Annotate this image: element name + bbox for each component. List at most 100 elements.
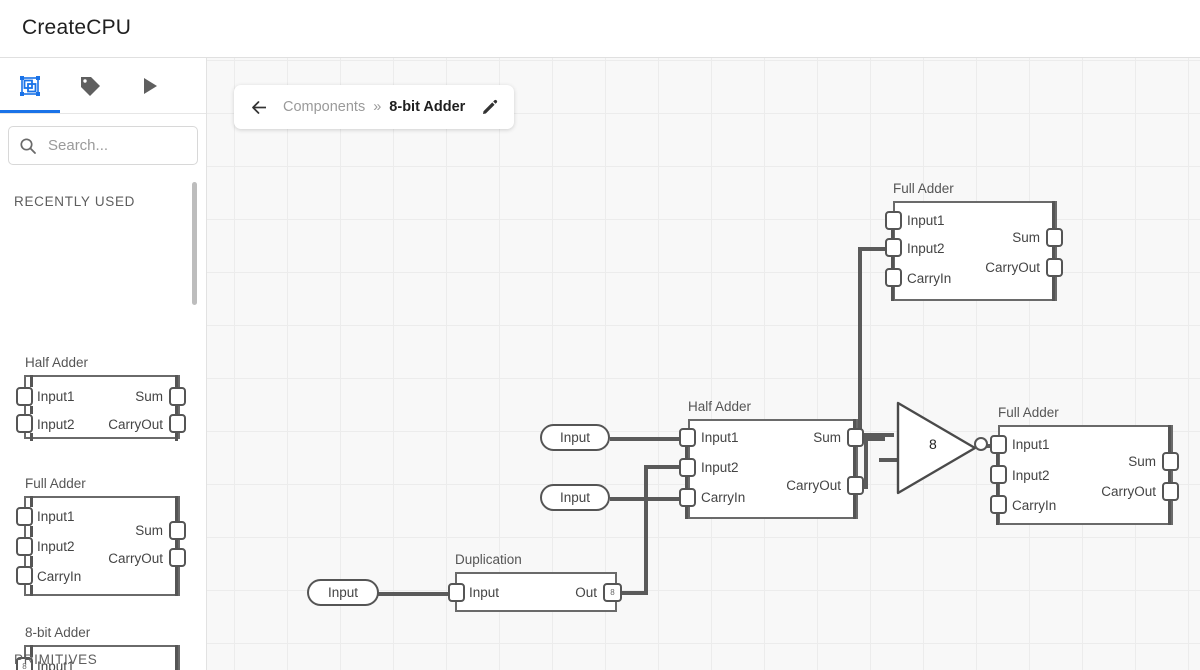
pin-carryout[interactable] [847, 476, 864, 495]
pin-carryin[interactable] [679, 488, 696, 507]
pin-label-input1: Input1 [907, 213, 945, 228]
wire-inputb-to-halfadder-carryin [610, 497, 686, 501]
wire-inputa-to-halfadder-input1 [610, 437, 686, 441]
pin-stub [891, 257, 894, 268]
pin-input1[interactable] [16, 507, 33, 526]
pin-label-input1: Input1 [37, 509, 75, 524]
pin-stub [30, 585, 33, 596]
pin-label-carryout: CarryOut [108, 551, 163, 566]
pin-stub [853, 495, 856, 519]
pin-input1[interactable] [990, 435, 1007, 454]
pin-sum[interactable] [1162, 452, 1179, 471]
pin-stub [175, 540, 178, 548]
pin-input2[interactable] [885, 238, 902, 257]
pin-label-carryout: CarryOut [985, 260, 1040, 275]
pin-stub [853, 419, 856, 428]
pin-sum[interactable] [169, 387, 186, 406]
app-header: CreateCPU [0, 0, 1200, 58]
pin-stub [685, 447, 688, 458]
pin-label-sum: Sum [813, 430, 841, 445]
wire-duplication-out-h [615, 591, 648, 595]
canvas-node-bus-merge[interactable]: 8 [895, 400, 995, 496]
breadcrumb-parent[interactable]: Components [283, 99, 366, 115]
search-input[interactable]: Search... [8, 126, 198, 165]
component-title: Half Adder [688, 399, 752, 414]
pin-stub [1052, 201, 1055, 228]
wire-halfadder-carryout-v [864, 433, 868, 487]
tab-tags[interactable] [60, 58, 120, 113]
node-label: Input [327, 585, 359, 600]
canvas-node-input-c[interactable]: Input [307, 579, 379, 606]
pin-stub [1168, 471, 1171, 482]
pin-carryout[interactable] [169, 548, 186, 567]
back-arrow-icon[interactable] [250, 98, 269, 117]
pin-stub [175, 496, 178, 521]
pin-stub [891, 287, 894, 301]
pin-input1[interactable] [679, 428, 696, 447]
pin-stub [1168, 425, 1171, 452]
node-label: Input [559, 490, 591, 505]
pin-input1[interactable] [885, 211, 902, 230]
pin-input2[interactable] [679, 458, 696, 477]
pin-input2[interactable] [990, 465, 1007, 484]
pin-sum[interactable] [169, 521, 186, 540]
wire-duplication-out-v [644, 465, 648, 593]
sidebar-scrollbar[interactable] [192, 182, 197, 305]
canvas-node-input-b[interactable]: Input [540, 484, 610, 511]
pin-carryout[interactable] [1162, 482, 1179, 501]
breadcrumb-current: 8-bit Adder [389, 99, 466, 115]
pin-stub [30, 375, 33, 387]
component-body [455, 572, 617, 612]
canvas-node-input-a[interactable]: Input [540, 424, 610, 451]
bus-merge-label: 8 [929, 436, 937, 452]
pin-input1[interactable] [16, 387, 33, 406]
pin-stub [30, 526, 33, 537]
wire-to-fulladder-top-input2 [858, 247, 893, 251]
component-body [24, 645, 180, 670]
pin-stub [30, 496, 33, 507]
pin-input2[interactable] [16, 414, 33, 433]
pin-stub [1052, 277, 1055, 301]
pin-label-input2: Input2 [701, 460, 739, 475]
tab-run[interactable] [120, 58, 180, 113]
pin-carryin[interactable] [990, 495, 1007, 514]
pin-stub [853, 447, 856, 476]
pin-duplication-input[interactable] [448, 583, 465, 602]
app-title: CreateCPU [22, 16, 132, 39]
pin-label-carryin: CarryIn [907, 271, 952, 286]
pin-label-carryout: CarryOut [108, 417, 163, 432]
pin-sum[interactable] [1046, 228, 1063, 247]
pin-carryout[interactable] [1046, 258, 1063, 277]
pin-bits: 8 [610, 588, 615, 597]
pin-label-input1: Input1 [37, 659, 75, 670]
wire-inputc-to-duplication [372, 592, 456, 596]
pin-stub [996, 454, 999, 465]
play-icon [144, 77, 157, 94]
pin-carryin[interactable] [16, 566, 33, 585]
pin-label-sum: Sum [1012, 230, 1040, 245]
bus-output-node[interactable] [974, 437, 988, 451]
pin-label-sum: Sum [135, 523, 163, 538]
pin-input1[interactable]: 8 [16, 657, 33, 670]
component-title: Full Adder [998, 405, 1059, 420]
tag-icon [81, 76, 100, 96]
pin-sum[interactable] [847, 428, 864, 447]
tab-components[interactable] [0, 58, 60, 113]
node-label: Input [559, 430, 591, 445]
pin-stub [175, 567, 178, 596]
section-recently-used: RECENTLY USED [14, 194, 136, 209]
pin-input2[interactable] [16, 537, 33, 556]
pin-label-input2: Input2 [37, 539, 75, 554]
pin-label-carryin: CarryIn [701, 490, 746, 505]
pin-stub [685, 477, 688, 488]
pin-carryout[interactable] [169, 414, 186, 433]
pin-carryin[interactable] [885, 268, 902, 287]
schematic-canvas[interactable]: Components » 8-bit Adder [207, 58, 1200, 670]
pencil-icon[interactable] [481, 99, 498, 116]
pin-label-carryout: CarryOut [786, 478, 841, 493]
pin-duplication-out[interactable]: 8 [603, 583, 622, 602]
component-title: Full Adder [893, 181, 954, 196]
pin-stub [175, 433, 178, 441]
pin-label-input2: Input2 [907, 241, 945, 256]
pin-stub [30, 645, 33, 657]
